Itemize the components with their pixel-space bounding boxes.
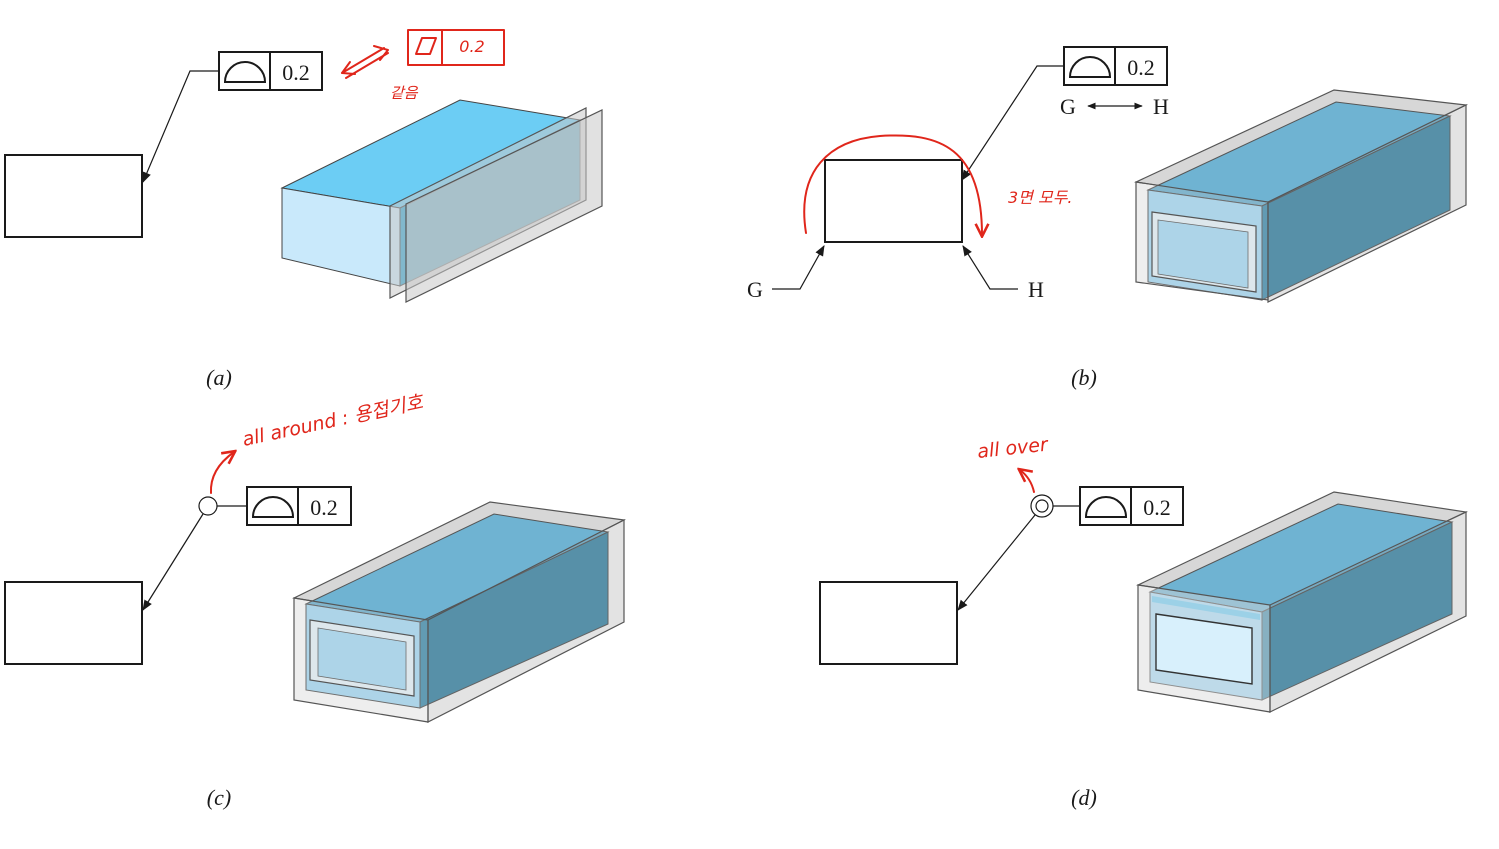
between-to: H	[1153, 94, 1169, 119]
feature-control-frame: 0.2	[246, 486, 352, 526]
all-over-icon	[1030, 494, 1054, 518]
panel-a: 0.2 0.2 같음 (a)	[4, 29, 603, 390]
feature-control-frame: 0.2	[218, 51, 323, 91]
red-fcf-tolerance: 0.2	[459, 37, 484, 56]
leader-line	[961, 65, 1064, 181]
fcf-tolerance: 0.2	[310, 495, 338, 520]
between-indicator: G H	[1060, 94, 1169, 119]
red-arrow	[209, 452, 234, 494]
caption-b: (b)	[1071, 365, 1097, 390]
profile-of-surface-icon	[223, 61, 267, 83]
part-outline	[824, 159, 963, 243]
part-outline	[4, 581, 143, 665]
fcf-tolerance: 0.2	[282, 60, 310, 85]
all-around-icon	[198, 496, 218, 516]
box-3d-c	[292, 501, 626, 723]
profile-of-surface-icon	[251, 496, 295, 518]
leader-line	[142, 513, 204, 611]
fcf-tolerance: 0.2	[1127, 55, 1155, 80]
red-annotation-c: all around : 용접기호	[209, 391, 426, 494]
feature-control-frame: 0.2	[1079, 486, 1184, 526]
feature-control-frame: 0.2	[1063, 46, 1168, 86]
profile-of-surface-icon	[1068, 56, 1112, 78]
fcf-tolerance: 0.2	[1143, 495, 1171, 520]
panel-b: 0.2 G H G H 3면 모두. (b)	[747, 46, 1469, 390]
panel-d: 0.2 all over (d)	[819, 434, 1469, 810]
red-annotation-b: 3면 모두.	[803, 134, 1073, 235]
part-outline	[819, 581, 958, 665]
red-note-d: all over	[976, 434, 1050, 463]
red-fcf-box	[407, 29, 505, 66]
leader-label-h: H	[1028, 277, 1044, 302]
red-annotation-a: 0.2 같음	[341, 29, 505, 102]
part-outline	[4, 154, 143, 238]
caption-c: (c)	[207, 785, 231, 810]
box-3d-a	[280, 99, 603, 303]
leader-h	[962, 245, 1018, 290]
leader-line	[957, 514, 1036, 611]
box-3d-b	[1133, 89, 1469, 303]
caption-d: (d)	[1071, 785, 1097, 810]
leader-line	[142, 70, 219, 183]
red-curve-arrow	[803, 134, 982, 235]
tolerance-zone-plane-inner	[405, 109, 603, 303]
red-note-a: 같음	[390, 84, 419, 102]
between-from: G	[1060, 94, 1076, 119]
red-note-c: all around : 용접기호	[240, 391, 426, 451]
panel-c: 0.2 all around : 용접기호 (c)	[4, 391, 626, 810]
caption-a: (a)	[206, 365, 232, 390]
flatness-icon	[415, 37, 437, 55]
red-arrow	[1020, 470, 1035, 493]
red-note-b: 3면 모두.	[1008, 188, 1073, 207]
red-annotation-d: all over	[976, 434, 1050, 493]
profile-of-surface-icon	[1084, 496, 1128, 518]
box-3d-d	[1135, 491, 1469, 713]
leader-label-g: G	[747, 277, 763, 302]
leader-g	[772, 245, 825, 290]
